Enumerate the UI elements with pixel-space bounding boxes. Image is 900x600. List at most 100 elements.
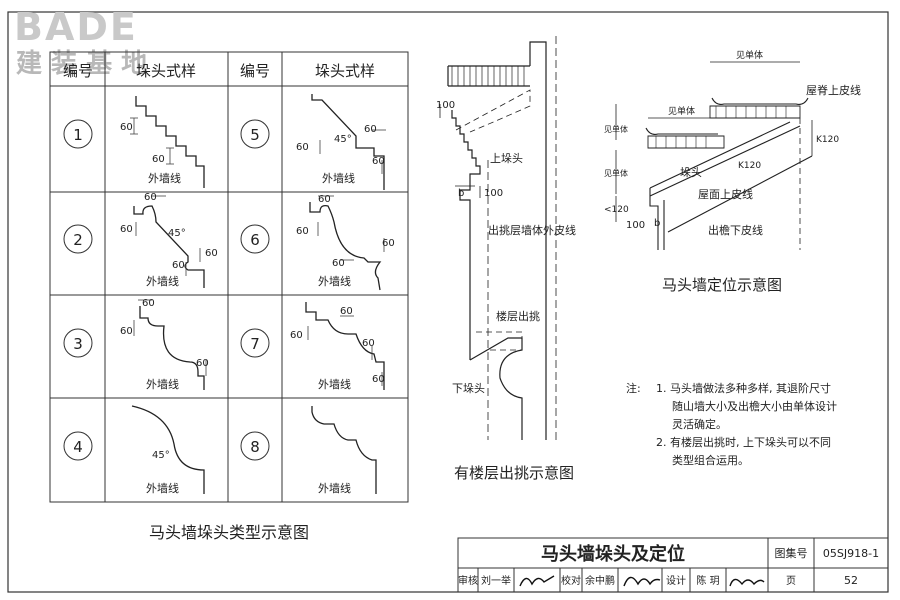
dim-k120-b: K120	[738, 161, 761, 171]
dim-k120-a: K120	[816, 135, 839, 145]
dim-see-single-2: 见单体	[668, 105, 695, 117]
checker-name: 余中鹏	[585, 574, 615, 587]
dim-6b: 60	[318, 194, 331, 205]
profile-sketches	[131, 94, 385, 494]
notes: 注: 1. 马头墙做法多种多样, 其退阶尺寸 随山墙大小及出檐大小由单体设计 灵…	[626, 381, 837, 467]
position-labels: 见单体 见单体 见单体 见单体 K120 K120 <120 100 b 屋脊上…	[604, 49, 861, 237]
dim-5b: 45°	[334, 134, 352, 145]
label-eave-line: 出檐下皮线	[708, 223, 763, 237]
dim-1a: 60	[120, 122, 133, 133]
dim-position-b: b	[654, 218, 660, 229]
dim-2a: 60	[120, 224, 133, 235]
wall-line-6: 外墙线	[318, 274, 351, 288]
header-style-2: 垛头式样	[315, 62, 375, 80]
dim-2b: 60	[144, 192, 157, 203]
item-no-3: 3	[73, 335, 83, 353]
note-line-3: 灵活确定。	[672, 417, 727, 431]
notes-label: 注:	[626, 381, 641, 395]
section-diagram	[439, 36, 557, 440]
dim-5d: 60	[372, 156, 385, 167]
dim-6d: 60	[332, 258, 345, 269]
dim-see-single-4: 见单体	[604, 168, 628, 178]
signature-checker	[623, 576, 661, 587]
table-caption: 马头墙垛头类型示意图	[149, 523, 309, 542]
profile-1	[135, 96, 205, 188]
sheet-title: 马头墙垛头及定位	[541, 543, 685, 565]
section-caption: 有楼层出挑示意图	[454, 464, 574, 482]
profile-6	[309, 202, 382, 291]
designer-name: 陈 玥	[696, 574, 719, 587]
profile-3	[139, 306, 205, 390]
label-upper-duotou: 上垛头	[490, 152, 523, 165]
page-number: 52	[844, 574, 858, 587]
dim-2e: 60	[205, 248, 218, 259]
table-dimension-labels: 60 60 60 60 45° 60 60 60 60 60 45° 60 45…	[120, 122, 395, 461]
wall-line-1: 外墙线	[148, 171, 181, 185]
label-duotou: 垛头	[680, 166, 702, 179]
section-labels: 100 b 100 上垛头 出挑层墙体外皮线 楼层出挑 下垛头	[436, 100, 576, 395]
check-label: 校对	[561, 574, 581, 587]
title-block-text: 马头墙垛头及定位 图集号 05SJ918-1 审核 刘一举 校对 余中鹏 设计 …	[458, 543, 879, 587]
item-no-2: 2	[73, 231, 83, 249]
label-ridge-line: 屋脊上皮线	[806, 83, 861, 97]
position-caption: 马头墙定位示意图	[662, 276, 782, 294]
review-label: 审核	[458, 574, 478, 587]
dim-7a: 60	[290, 330, 303, 341]
page-label: 页	[786, 575, 796, 587]
dim-5a: 60	[296, 142, 309, 153]
dim-7c: 60	[362, 338, 375, 349]
dim-section-b: b	[458, 188, 464, 199]
wall-line-8: 外墙线	[318, 481, 351, 495]
dim-7b: 60	[340, 306, 353, 317]
label-wall-line: 出挑层墙体外皮线	[488, 223, 576, 237]
profile-4	[131, 405, 205, 494]
watermark-logo: BADE 建 装 基 地	[14, 5, 147, 79]
header-no-1: 编号	[63, 62, 93, 80]
sheet-frame	[7, 11, 889, 593]
dim-2c: 45°	[168, 228, 186, 239]
wall-line-7: 外墙线	[318, 377, 351, 391]
signature-reviewer	[519, 575, 555, 587]
signatures	[519, 575, 765, 587]
item-no-8: 8	[250, 438, 260, 456]
item-number-labels: 1 2 3 4 5 6 7 8	[73, 126, 260, 456]
signature-designer	[729, 578, 765, 587]
wall-line-5: 外墙线	[322, 171, 355, 185]
item-no-4: 4	[73, 438, 83, 456]
note-line-1: 1. 马头墙做法多种多样, 其退阶尺寸	[656, 381, 831, 395]
atlas-number: 05SJ918-1	[823, 547, 879, 560]
dim-4a: 45°	[152, 450, 170, 461]
header-style-1: 垛头式样	[136, 62, 196, 80]
position-diagram	[615, 61, 813, 250]
dim-lt120: <120	[604, 205, 629, 215]
profile-8	[311, 406, 377, 494]
table-dimension-lines	[130, 117, 386, 386]
atlas-label: 图集号	[775, 546, 808, 560]
dim-2d: 60	[172, 260, 185, 271]
profile-2	[133, 205, 205, 288]
label-lower-duotou: 下垛头	[452, 382, 485, 395]
note-line-4: 2. 有楼层出挑时, 上下垛头可以不同	[656, 435, 831, 449]
note-line-5: 类型组合运用。	[672, 453, 749, 467]
item-no-7: 7	[250, 335, 260, 353]
dim-position-100: 100	[626, 220, 645, 231]
dim-5c: 60	[364, 124, 377, 135]
dim-see-single-1: 见单体	[736, 49, 763, 61]
item-numbers	[63, 119, 270, 461]
wall-line-2: 外墙线	[146, 274, 179, 288]
note-line-2: 随山墙大小及出檐大小由单体设计	[672, 399, 837, 413]
dim-6c: 60	[382, 238, 395, 249]
wall-line-3: 外墙线	[146, 377, 179, 391]
profile-5	[311, 94, 385, 190]
wall-line-4: 外墙线	[146, 481, 179, 495]
title-block	[457, 537, 889, 593]
dim-3b: 60	[142, 298, 155, 309]
dim-3a: 60	[120, 326, 133, 337]
design-label: 设计	[666, 574, 686, 587]
label-floor-overhang: 楼层出挑	[496, 309, 540, 323]
dim-section-100a: 100	[436, 100, 455, 111]
wall-line-labels: 外墙线 外墙线 外墙线 外墙线 外墙线 外墙线 外墙线 外墙线	[146, 171, 355, 495]
item-no-6: 6	[250, 231, 260, 249]
dim-3c: 60	[196, 358, 209, 369]
